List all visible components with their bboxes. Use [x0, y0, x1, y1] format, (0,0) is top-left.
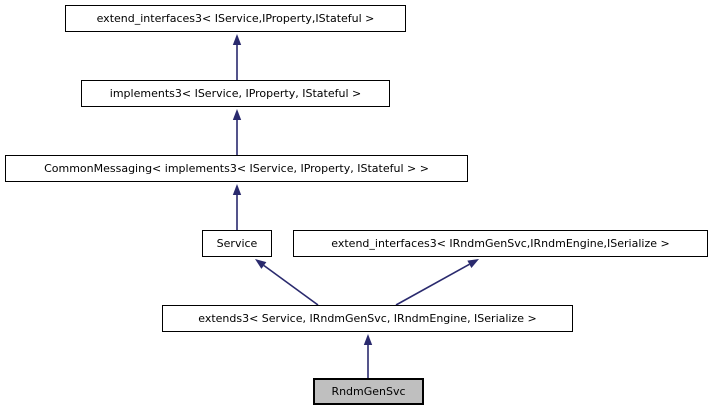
class-node-extend-interfaces3-rndm[interactable]: extend_interfaces3< IRndmGenSvc,IRndmEng… — [293, 230, 708, 257]
class-node-label: extend_interfaces3< IRndmGenSvc,IRndmEng… — [331, 237, 670, 250]
class-node-service[interactable]: Service — [202, 230, 272, 257]
inheritance-arrow — [232, 34, 242, 80]
arrowhead-icon — [467, 259, 479, 269]
class-node-rndm-gen-svc[interactable]: RndmGenSvc — [313, 378, 424, 405]
class-node-label: extends3< Service, IRndmGenSvc, IRndmEng… — [198, 312, 537, 325]
class-node-label: extend_interfaces3< IService,IProperty,I… — [96, 12, 375, 25]
arrowhead-icon — [363, 334, 373, 345]
class-node-extends3[interactable]: extends3< Service, IRndmGenSvc, IRndmEng… — [162, 305, 573, 332]
class-node-label: CommonMessaging< implements3< IService, … — [44, 162, 429, 175]
class-node-label: implements3< IService, IProperty, IState… — [109, 87, 362, 100]
arrowhead-icon — [255, 259, 267, 269]
class-node-extend-interfaces3-service[interactable]: extend_interfaces3< IService,IProperty,I… — [65, 5, 406, 32]
inheritance-arrow — [232, 109, 242, 155]
class-node-label: RndmGenSvc — [331, 385, 406, 398]
class-node-implements3[interactable]: implements3< IService, IProperty, IState… — [81, 80, 390, 107]
arrowhead-icon — [232, 184, 242, 195]
class-node-label: Service — [216, 237, 258, 250]
inheritance-arrow — [255, 259, 319, 306]
inheritance-arrow — [395, 259, 479, 306]
inheritance-arrow — [363, 334, 373, 378]
inheritance-arrow — [232, 184, 242, 230]
class-node-common-messaging[interactable]: CommonMessaging< implements3< IService, … — [5, 155, 468, 182]
arrowhead-icon — [232, 109, 242, 120]
arrowhead-icon — [232, 34, 242, 45]
